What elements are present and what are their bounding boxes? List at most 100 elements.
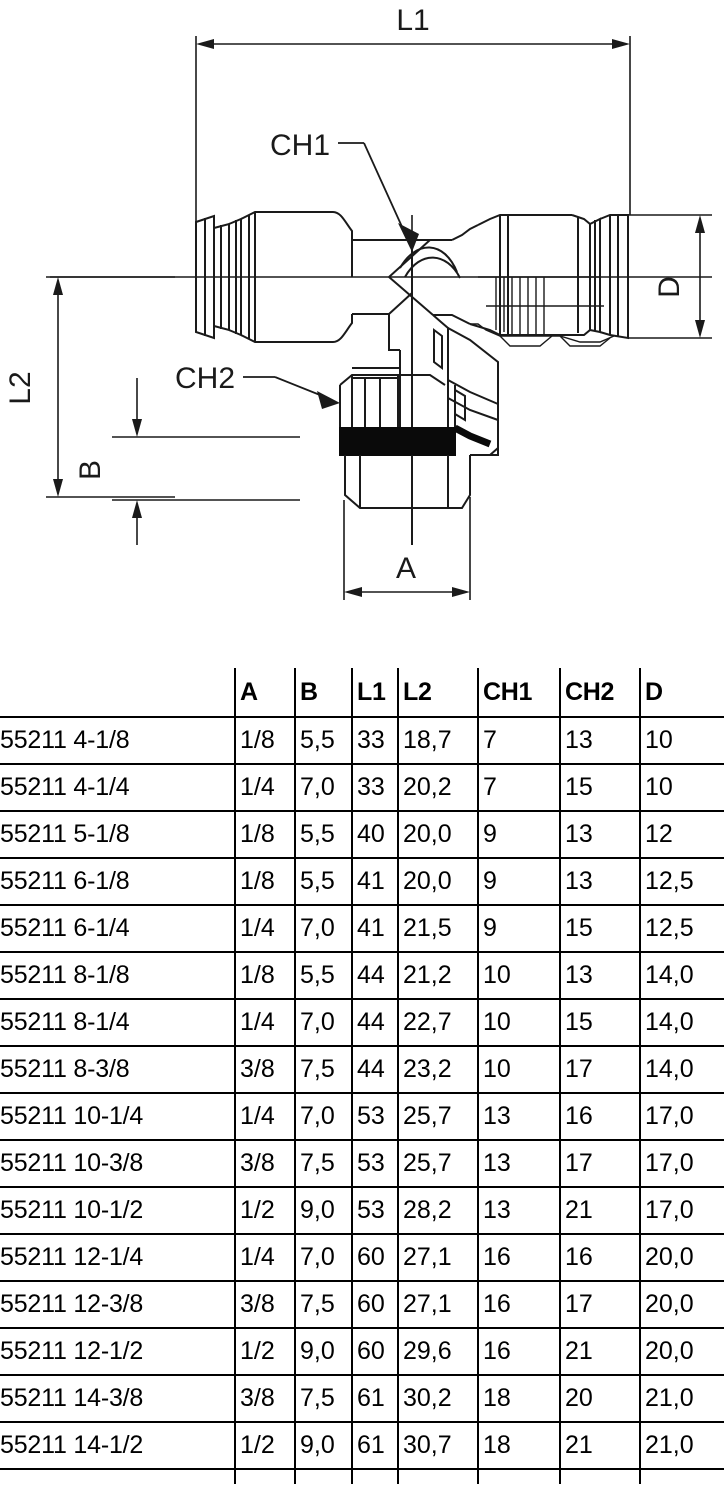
cell-d: 20,0 bbox=[639, 1280, 724, 1328]
cell-code: 55211 6-1/8 bbox=[0, 857, 235, 905]
cell-l1: 61 bbox=[351, 1374, 398, 1422]
table-header-row: A B L1 L2 CH1 CH2 D bbox=[0, 668, 724, 717]
dimension-label-ch1: CH1 bbox=[270, 129, 330, 162]
cell-ch1: 16 bbox=[477, 1327, 560, 1375]
dimension-label-d: D bbox=[653, 276, 686, 298]
cell-ch2: 17 bbox=[559, 1045, 640, 1093]
leader-lines bbox=[243, 142, 419, 409]
left-push-in-port bbox=[195, 211, 389, 343]
cell-ch1: 13 bbox=[477, 1092, 560, 1140]
cell-a: 1/2 bbox=[234, 1327, 295, 1375]
cell-d: 17,0 bbox=[639, 1139, 724, 1187]
table-bottom-rule bbox=[0, 1468, 724, 1484]
cell-l1: 33 bbox=[351, 716, 398, 764]
cell-d: 21,0 bbox=[639, 1421, 724, 1469]
cell-l2: 20,2 bbox=[397, 763, 478, 811]
dimension-b bbox=[112, 378, 300, 545]
cell-l1: 60 bbox=[351, 1280, 398, 1328]
cell-a: 1/2 bbox=[234, 1421, 295, 1469]
cell-ch2: 15 bbox=[559, 998, 640, 1046]
cell-l2: 20,0 bbox=[397, 810, 478, 858]
cell-ch2: 21 bbox=[559, 1186, 640, 1234]
cell-d: 10 bbox=[639, 763, 724, 811]
table-bottom-rule-cell bbox=[639, 1468, 724, 1484]
cell-b: 7,0 bbox=[294, 1092, 352, 1140]
cell-ch2: 21 bbox=[559, 1327, 640, 1375]
cell-d: 20,0 bbox=[639, 1327, 724, 1375]
cell-ch1: 10 bbox=[477, 1045, 560, 1093]
cell-d: 20,0 bbox=[639, 1233, 724, 1281]
cell-code: 55211 10-3/8 bbox=[0, 1139, 235, 1187]
technical-drawing: L1 CH1 CH2 L2 B A D bbox=[0, 0, 724, 650]
table-bottom-rule-cell bbox=[294, 1468, 352, 1484]
cell-l2: 25,7 bbox=[397, 1139, 478, 1187]
centre-body-ch1 bbox=[388, 224, 479, 325]
cell-ch1: 18 bbox=[477, 1421, 560, 1469]
right-push-in-port bbox=[469, 214, 629, 347]
table-bottom-rule-cell bbox=[559, 1468, 640, 1484]
cell-b: 7,0 bbox=[294, 904, 352, 952]
dimension-a bbox=[343, 497, 471, 600]
column-header-b: B bbox=[294, 668, 352, 717]
cell-d: 14,0 bbox=[639, 951, 724, 999]
cell-l1: 41 bbox=[351, 857, 398, 905]
table-bottom-rule-cell bbox=[234, 1468, 295, 1484]
cell-l2: 20,0 bbox=[397, 857, 478, 905]
cell-l1: 44 bbox=[351, 1045, 398, 1093]
cell-ch2: 16 bbox=[559, 1092, 640, 1140]
cell-a: 3/8 bbox=[234, 1280, 295, 1328]
cell-d: 14,0 bbox=[639, 998, 724, 1046]
cell-a: 1/8 bbox=[234, 951, 295, 999]
cell-a: 1/4 bbox=[234, 904, 295, 952]
column-header-code bbox=[0, 668, 235, 717]
dimension-label-ch2: CH2 bbox=[175, 362, 235, 395]
cell-ch2: 13 bbox=[559, 857, 640, 905]
cell-code: 55211 12-1/2 bbox=[0, 1327, 235, 1375]
cell-a: 3/8 bbox=[234, 1045, 295, 1093]
cell-l2: 22,7 bbox=[397, 998, 478, 1046]
cell-a: 1/2 bbox=[234, 1186, 295, 1234]
cell-code: 55211 10-1/2 bbox=[0, 1186, 235, 1234]
column-header-d: D bbox=[639, 668, 724, 717]
cell-l2: 27,1 bbox=[397, 1280, 478, 1328]
cell-l2: 25,7 bbox=[397, 1092, 478, 1140]
cell-l1: 44 bbox=[351, 998, 398, 1046]
dimension-label-l1: L1 bbox=[396, 4, 429, 37]
cell-l2: 30,7 bbox=[397, 1421, 478, 1469]
table-header: A B L1 L2 CH1 CH2 D bbox=[0, 668, 724, 717]
column-header-ch1: CH1 bbox=[477, 668, 560, 717]
cell-d: 14,0 bbox=[639, 1045, 724, 1093]
cell-ch1: 7 bbox=[477, 763, 560, 811]
cell-l2: 27,1 bbox=[397, 1233, 478, 1281]
cell-d: 17,0 bbox=[639, 1186, 724, 1234]
cell-a: 3/8 bbox=[234, 1139, 295, 1187]
cell-b: 7,0 bbox=[294, 998, 352, 1046]
cell-ch2: 15 bbox=[559, 763, 640, 811]
cell-l1: 53 bbox=[351, 1139, 398, 1187]
cell-ch1: 9 bbox=[477, 810, 560, 858]
cell-code: 55211 10-1/4 bbox=[0, 1092, 235, 1140]
table-bottom-rule-cell bbox=[477, 1468, 560, 1484]
cell-ch1: 7 bbox=[477, 716, 560, 764]
cell-l1: 53 bbox=[351, 1186, 398, 1234]
fitting-drawing-svg: L1 CH1 CH2 L2 B A D bbox=[4, 4, 712, 600]
cell-d: 12,5 bbox=[639, 857, 724, 905]
table-bottom-rule-cell bbox=[0, 1468, 235, 1484]
cell-code: 55211 6-1/4 bbox=[0, 904, 235, 952]
cell-code: 55211 4-1/4 bbox=[0, 763, 235, 811]
table-bottom-rule-cell bbox=[397, 1468, 478, 1484]
cell-b: 9,0 bbox=[294, 1327, 352, 1375]
column-header-l1: L1 bbox=[351, 668, 398, 717]
cell-b: 7,5 bbox=[294, 1139, 352, 1187]
cell-b: 7,5 bbox=[294, 1045, 352, 1093]
cell-a: 1/4 bbox=[234, 998, 295, 1046]
